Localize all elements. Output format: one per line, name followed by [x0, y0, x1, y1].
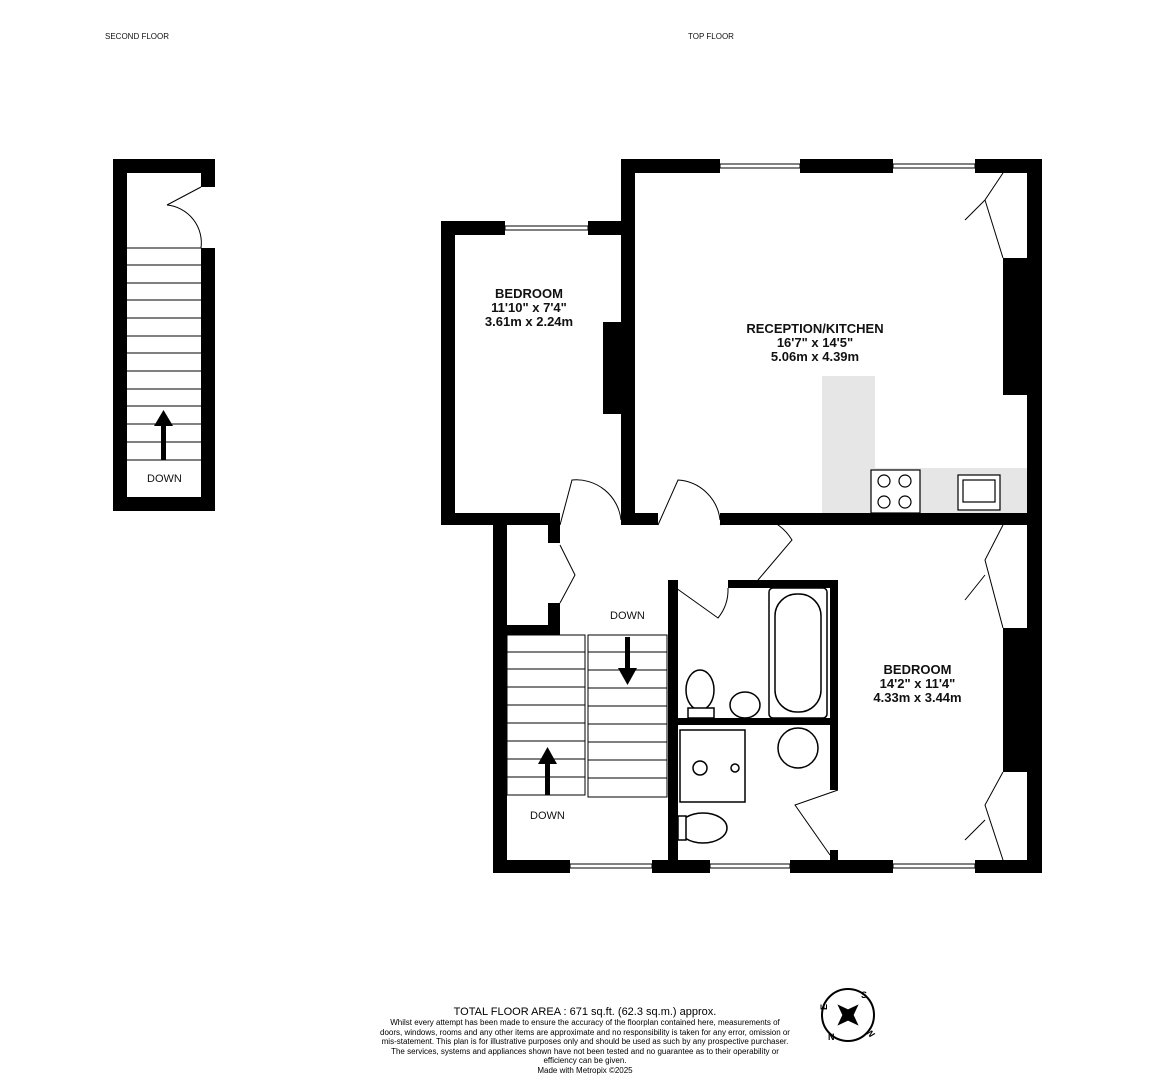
room-imperial: 11'10" x 7'4": [491, 300, 567, 315]
stairs: [506, 634, 668, 798]
top-floor-label: TOP FLOOR: [688, 32, 734, 41]
room-metric: 5.06m x 4.39m: [770, 349, 860, 364]
up-arrow-icon: [538, 747, 557, 795]
up-arrow-icon: [154, 410, 173, 460]
compass-icon: S W N E: [819, 988, 877, 1042]
kitchen-appliances: [870, 469, 1001, 514]
second-floor-label: SECOND FLOOR: [105, 32, 170, 41]
door-swing: [166, 186, 202, 249]
disclaimer: Whilst every attempt has been made to en…: [380, 1018, 790, 1065]
room-name: BEDROOM: [495, 286, 563, 301]
second-floor-plan: [113, 159, 215, 511]
door-swings: [559, 172, 1004, 861]
down-arrow-icon: [618, 637, 637, 685]
compass-n: N: [828, 1032, 835, 1042]
compass-e: E: [819, 1004, 829, 1010]
footer: TOTAL FLOOR AREA : 671 sq.ft. (62.3 sq.m…: [380, 1006, 790, 1075]
room-imperial: 14'2" x 11'4": [879, 676, 956, 691]
compass-s: S: [861, 990, 867, 1000]
room-name: BEDROOM: [883, 662, 952, 677]
room-imperial: 16'7" x 14'5": [776, 335, 854, 350]
room-name: RECEPTION/KITCHEN: [746, 321, 884, 336]
room-metric: 4.33m x 3.44m: [873, 690, 962, 705]
stair-down-label: DOWN: [147, 473, 182, 485]
compass-w: W: [864, 1027, 877, 1040]
room-metric: 3.61m x 2.24m: [484, 314, 574, 329]
room-label-bedroom-1: BEDROOM 11'10" x 7'4" 3.61m x 2.24m: [455, 287, 603, 329]
made-with: Made with Metropix ©2025: [537, 1065, 633, 1075]
stair-down-label: DOWN: [530, 810, 565, 822]
hob-icon: [870, 469, 921, 514]
stair-down-label: DOWN: [610, 610, 645, 622]
room-label-reception-kitchen: RECEPTION/KITCHEN 16'7" x 14'5" 5.06m x …: [715, 322, 915, 364]
windows: [504, 163, 976, 869]
bathroom-fixtures: [677, 587, 828, 844]
room-label-bedroom-2: BEDROOM 14'2" x 11'4" 4.33m x 3.44m: [845, 663, 990, 705]
total-floor-area: TOTAL FLOOR AREA : 671 sq.ft. (62.3 sq.m…: [453, 1006, 717, 1018]
top-floor-plan: [441, 159, 1042, 873]
